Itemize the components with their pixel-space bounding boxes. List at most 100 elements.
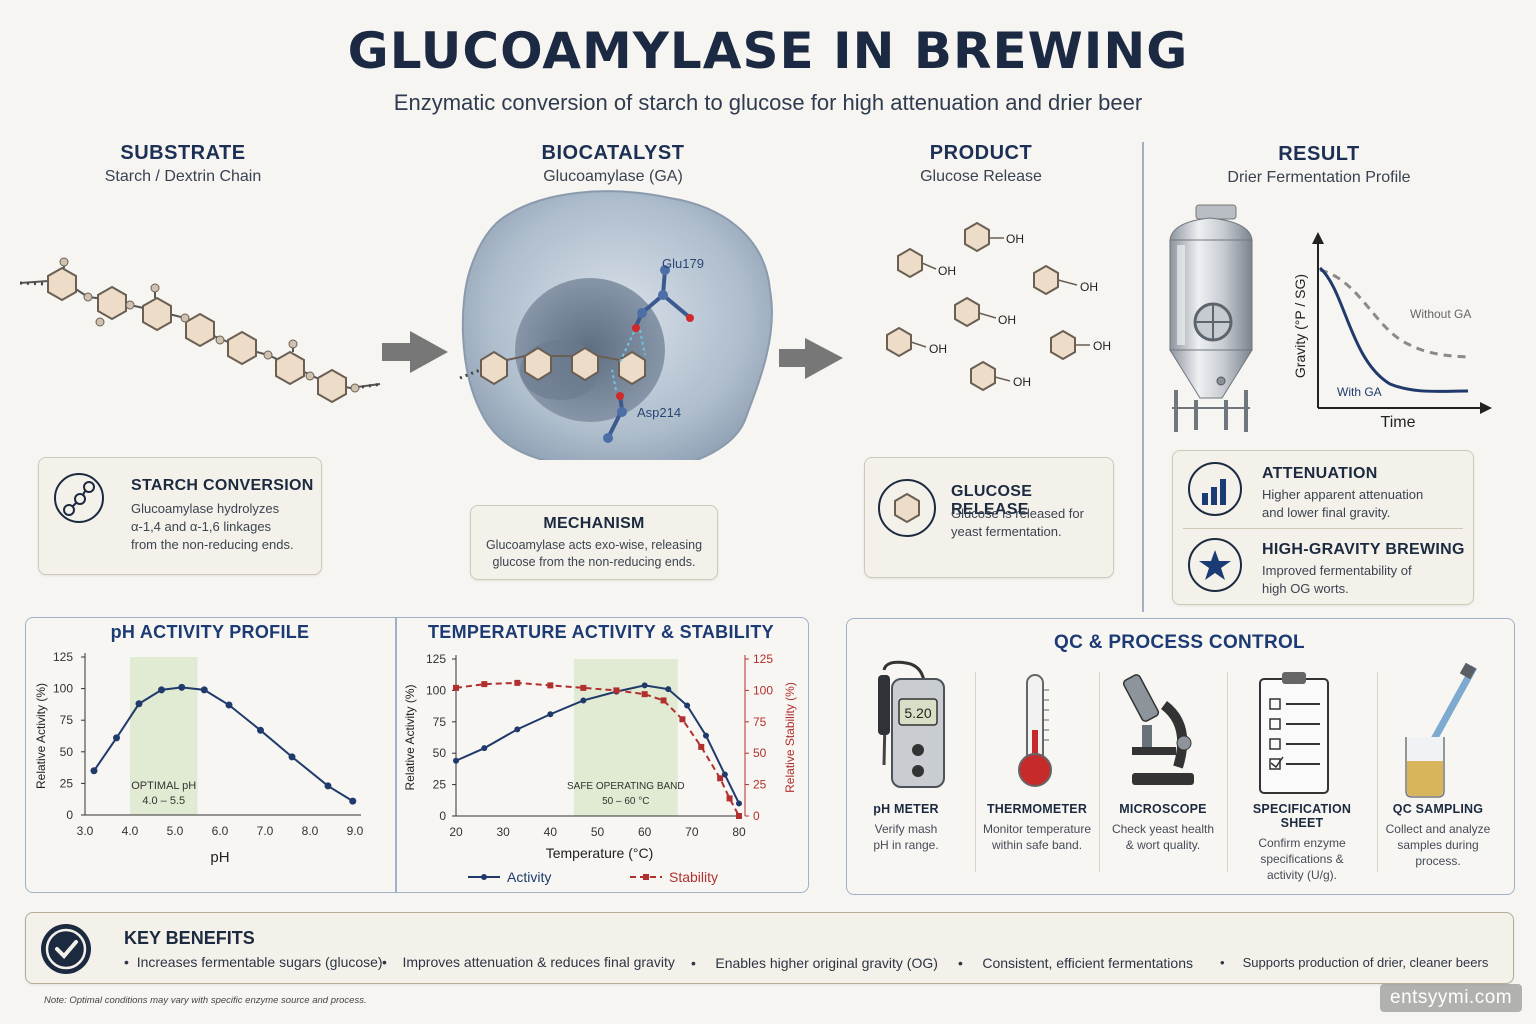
charts-divider [395, 618, 397, 892]
data-point [158, 686, 165, 694]
data-point [324, 782, 332, 790]
benefit-item: • Consistent, efficient fermentations [958, 955, 1193, 971]
data-point [547, 711, 554, 718]
y-tick-label: 0 [66, 808, 73, 822]
oh-label: OH [1013, 375, 1031, 389]
result-divider [1142, 142, 1144, 612]
qc-icons: 5.20 [878, 660, 1478, 798]
data-point [514, 679, 521, 686]
key-benefits-title: KEY BENEFITS [124, 928, 255, 948]
oh-label: OH [1006, 232, 1024, 246]
sampling-pipette-icon [1405, 662, 1478, 798]
data-point [580, 697, 587, 704]
biocatalyst-heading: BIOCATALYST [541, 142, 685, 164]
with-ga-label: With GA [1337, 385, 1382, 399]
key-benefits-bar: KEY BENEFITS • Increases fermentable sug… [25, 912, 1514, 984]
bar-chart-icon [1188, 462, 1242, 516]
oh-label: OH [1093, 339, 1111, 353]
y-tick-label-right: 50 [753, 746, 767, 760]
y-tick-label: 50 [433, 746, 447, 760]
x-tick-label: 7.0 [257, 824, 274, 838]
enzyme-structure-graphic: Glu179 Asp214 [459, 190, 773, 460]
data-point [736, 800, 742, 807]
oh-label: OH [929, 342, 947, 356]
card-divider [1183, 528, 1463, 529]
y-tick-label: 75 [433, 715, 447, 729]
data-point [349, 797, 357, 805]
band-sublabel: 4.0 – 5.5 [142, 795, 185, 807]
y-tick-label: 75 [60, 713, 74, 727]
data-point [514, 726, 521, 733]
data-point [641, 691, 648, 698]
data-point [726, 795, 733, 802]
x-tick-label: 6.0 [212, 824, 229, 838]
substrate-subheading: Starch / Dextrin Chain [104, 168, 262, 185]
activity-line [455, 684, 740, 804]
x-tick-label: 70 [685, 825, 699, 839]
process-illustration: Glu179 Asp214 OH OH OH OH OH OH OH [19, 190, 1492, 460]
molecule-chain-icon [54, 473, 104, 523]
data-point [453, 757, 459, 764]
y-tick-label-right: 25 [753, 778, 767, 792]
y-axis-label: Relative Activity (%) [403, 684, 417, 790]
attenuation-title: ATTENUATION [1262, 465, 1378, 482]
page-title: GLUCOAMYLASE IN BREWING [347, 22, 1189, 80]
substrate-heading: SUBSTRATE [120, 142, 246, 164]
curve-without-ga [1319, 268, 1469, 359]
x-tick-label: 4.0 [122, 824, 139, 838]
time-axis-label: Time [1381, 414, 1416, 431]
data-point [679, 716, 686, 723]
data-point [547, 682, 554, 689]
starch-chain-graphic [19, 257, 383, 404]
ph-meter-icon: 5.20 [878, 660, 945, 788]
band-label: OPTIMAL pH [131, 780, 196, 792]
data-point [225, 701, 233, 709]
legend-label: Activity [507, 869, 551, 885]
y-tick-label: 125 [53, 650, 73, 664]
y-tick-label: 25 [433, 778, 447, 792]
optimal-ph-band [130, 657, 198, 815]
watermark: entsyymi.com [1380, 984, 1523, 1012]
x-tick-label: 9.0 [347, 824, 364, 838]
x-axis-label: pH [210, 849, 229, 866]
y-tick-label: 125 [426, 652, 446, 666]
x-tick-label: 8.0 [302, 824, 319, 838]
without-ga-label: Without GA [1410, 307, 1471, 321]
footnote: Note: Optimal conditions may vary with s… [44, 995, 367, 1006]
data-point [665, 686, 672, 693]
legend-marker [481, 874, 487, 880]
curve-with-ga [1318, 266, 1469, 393]
specification-sheet-icon [1259, 672, 1329, 794]
residue-label-asp: Asp214 [637, 405, 681, 420]
y-tick-label-right: 125 [753, 652, 773, 666]
data-point [257, 726, 264, 734]
y-tick-label: 100 [426, 683, 446, 697]
qc-item-microscope: MICROSCOPE Check yeast health& wort qual… [1111, 802, 1215, 852]
data-point [736, 813, 742, 819]
high-gravity-title: HIGH-GRAVITY BREWING [1262, 541, 1465, 558]
data-point [113, 734, 120, 742]
mechanism-card-title: MECHANISM [543, 515, 645, 532]
checkmark-icon [41, 924, 91, 974]
x-tick-label: 50 [591, 825, 605, 839]
oh-label: OH [938, 264, 956, 278]
product-subheading: Glucose Release [920, 168, 1042, 185]
x-tick-label: 80 [732, 825, 746, 839]
y-tick-label: 25 [60, 776, 74, 790]
data-point [698, 743, 705, 750]
data-point [660, 697, 667, 704]
data-point [90, 767, 98, 775]
star-icon [1188, 538, 1242, 592]
biocatalyst-subheading: Glucoamylase (GA) [543, 168, 683, 185]
benefit-item: • Enables higher original gravity (OG) [691, 955, 938, 971]
data-point [481, 745, 488, 752]
data-point [200, 686, 208, 694]
data-point [702, 732, 709, 739]
glucose-card-title: GLUCOSE RELEASE [951, 483, 1033, 518]
